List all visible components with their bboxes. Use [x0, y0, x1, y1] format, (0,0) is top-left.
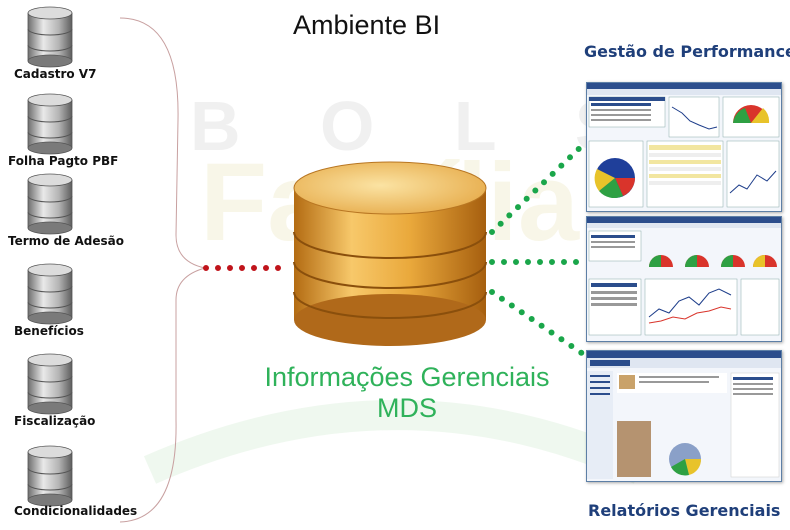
connector-green-top	[489, 139, 589, 235]
report-thumbnail-art	[587, 351, 781, 479]
dashboard-thumbnail-2	[586, 216, 782, 342]
database-icon-folha	[27, 93, 73, 155]
source-label-condicionalidades: Condicionalidades	[14, 504, 138, 518]
database-icon-cadastro	[27, 6, 73, 68]
center-caption-line2: MDS	[377, 393, 437, 423]
database-icon-termo	[27, 173, 73, 235]
center-caption-line1: Informações Gerenciais	[264, 362, 550, 392]
dashboard-thumbnail-2-art	[587, 217, 781, 336]
report-thumbnail	[586, 350, 782, 482]
dashboard-thumbnail-1	[586, 82, 782, 212]
source-label-beneficios: Benefícios	[14, 324, 84, 338]
connector-green-bottom	[489, 289, 589, 359]
source-label-cadastro: Cadastro V7	[14, 67, 97, 81]
source-label-folha: Folha Pagto PBF	[8, 154, 119, 168]
database-icons	[27, 6, 73, 507]
diagram-title: Ambiente BI	[293, 10, 441, 40]
database-icon-condicionalidades	[27, 445, 73, 507]
database-icon-fiscalizacao	[27, 353, 73, 415]
source-label-fiscalizacao: Fiscalização	[14, 414, 96, 428]
central-database-icon	[293, 161, 487, 346]
database-icon-beneficios	[27, 263, 73, 325]
source-label-termo: Termo de Adesão	[8, 234, 124, 248]
performance-title: Gestão de Performance	[584, 42, 790, 61]
dashboard-thumbnail-1-art	[587, 83, 781, 208]
reports-title: Relatórios Gerenciais	[588, 501, 781, 520]
center-caption: Informações Gerenciais MDS	[262, 362, 552, 424]
